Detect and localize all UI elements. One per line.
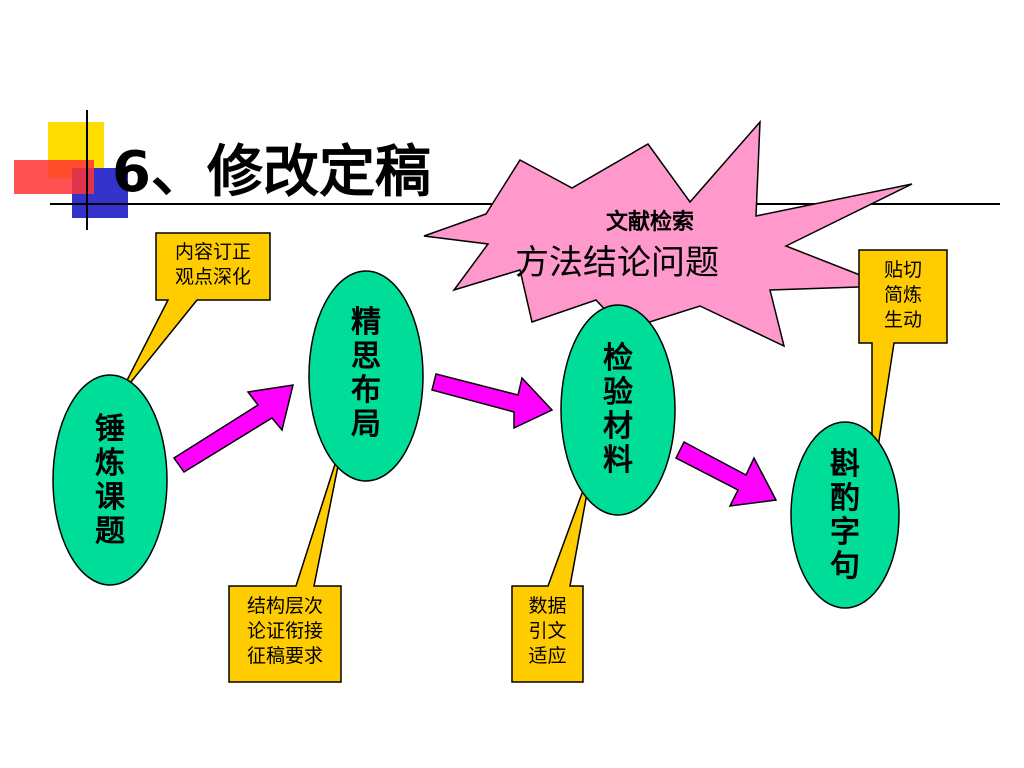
callout-content-text: 内容订正 观点深化 <box>156 240 270 290</box>
node-check-material <box>560 304 676 516</box>
node-label-refine-topic: 锤炼课题 <box>95 412 125 549</box>
title-decoration <box>14 110 1000 230</box>
arrow-2 <box>431 373 554 430</box>
callout-content-box <box>117 232 271 399</box>
callout-content-line-2: 观点深化 <box>174 266 251 288</box>
callout-style-line-3: 生动 <box>883 309 922 331</box>
arrow-3 <box>674 440 778 507</box>
callout-data-line-3: 适应 <box>528 645 567 667</box>
node-label-check-material: 检验材料 <box>603 341 633 478</box>
node-layout <box>308 270 424 482</box>
callout-structure-line-2: 论证衔接 <box>246 620 323 642</box>
callout-data-line-2: 引文 <box>528 620 567 642</box>
starburst-shape <box>423 119 913 348</box>
callout-structure-box <box>228 435 345 683</box>
callout-content-line-1: 内容订正 <box>174 241 251 263</box>
node-wording <box>790 421 900 609</box>
callout-style-line-1: 贴切 <box>883 259 922 281</box>
slide-title: 6、修改定稿 <box>112 140 431 205</box>
callout-structure-line-1: 结构层次 <box>246 595 323 617</box>
callout-data-line-1: 数据 <box>528 595 567 617</box>
callout-structure-line-3: 征稿要求 <box>246 645 323 667</box>
node-refine-topic <box>52 374 168 586</box>
burst-line-2: 方法结论问题 <box>515 243 719 283</box>
node-label-wording: 斟酌字句 <box>830 447 860 584</box>
burst-line-1: 文献检索 <box>605 210 694 235</box>
callout-style-text: 贴切 简炼 生动 <box>859 258 947 333</box>
callout-style-line-2: 简炼 <box>883 284 922 306</box>
node-label-layout: 精思布局 <box>351 305 381 442</box>
callout-style-box <box>858 249 948 487</box>
callout-structure-text: 结构层次 论证衔接 征稿要求 <box>229 594 341 669</box>
arrow-1 <box>172 384 294 474</box>
callout-data-text: 数据 引文 适应 <box>512 594 583 669</box>
deco-red-bar <box>14 160 94 194</box>
callout-data-box <box>511 465 593 683</box>
